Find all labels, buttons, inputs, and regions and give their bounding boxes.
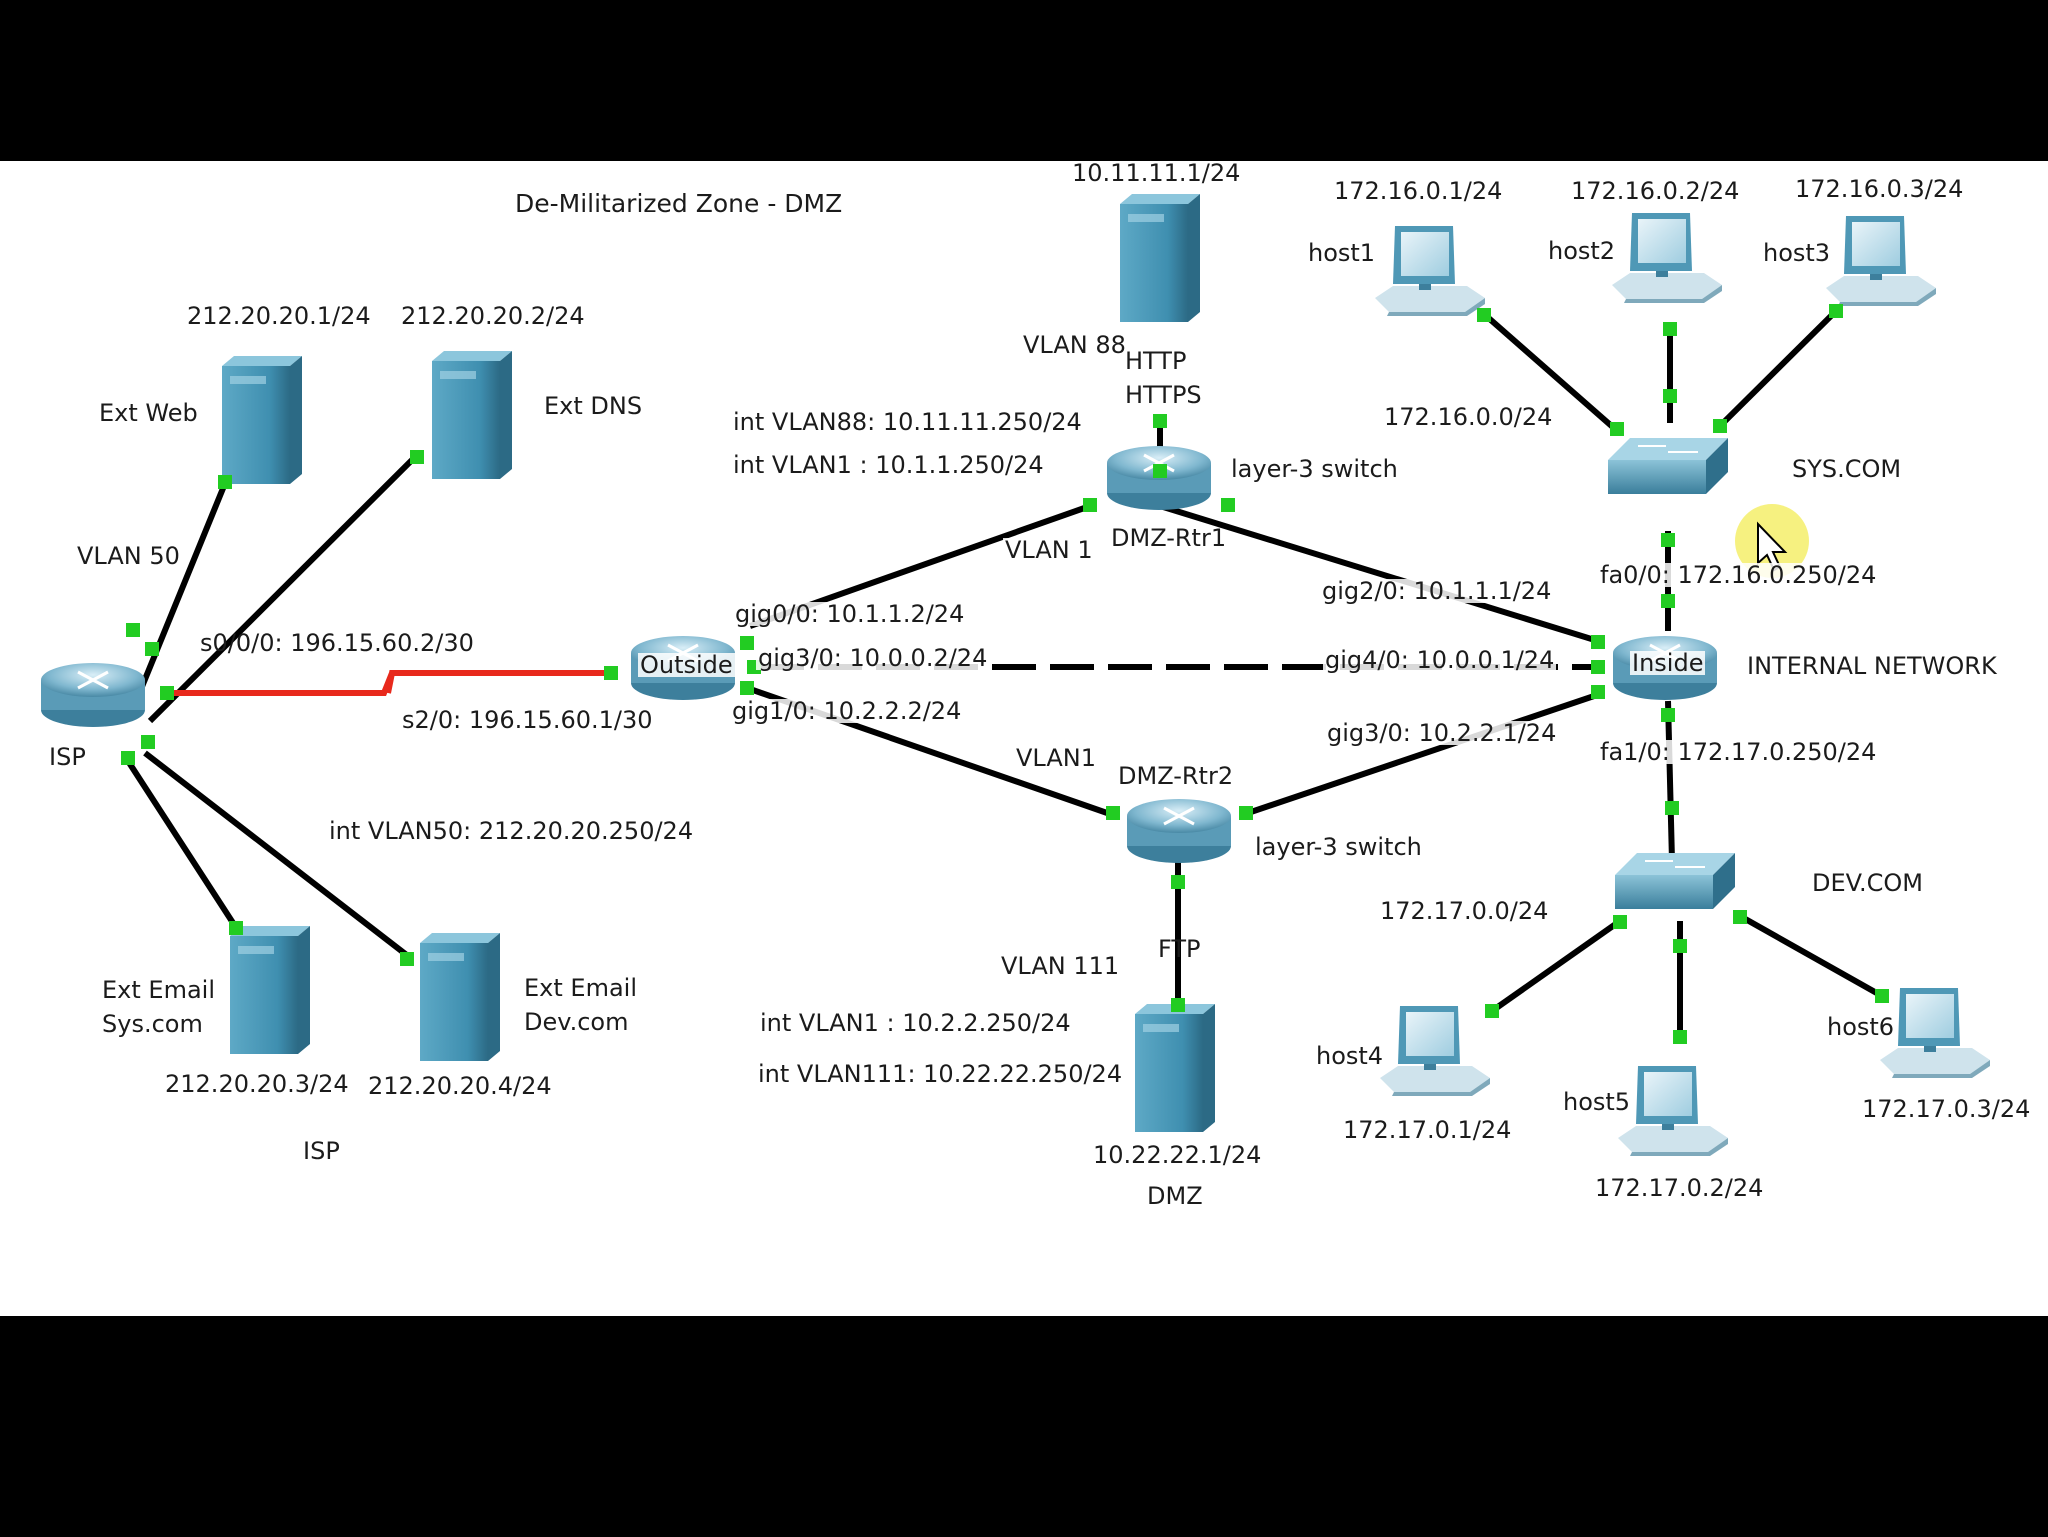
zone-isp-label: ISP xyxy=(303,1137,340,1165)
host5-name: host5 xyxy=(1563,1088,1631,1116)
ftp-server-ip: 10.22.22.1/24 xyxy=(1093,1141,1262,1169)
link-isp-emaildev xyxy=(143,750,410,959)
zone-internal-label: INTERNAL NETWORK xyxy=(1747,652,1997,680)
dev-net-label: 172.17.0.0/24 xyxy=(1380,897,1549,925)
inside-gig20-label: gig2/0: 10.1.1.1/24 xyxy=(1320,577,1554,605)
diagram-title: De-Militarized Zone - DMZ xyxy=(515,189,843,218)
host3-ip: 172.16.0.3/24 xyxy=(1795,175,1964,203)
outside-gig30-label: gig3/0: 10.0.0.2/24 xyxy=(756,644,990,672)
zone-sys-label: SYS.COM xyxy=(1792,455,1902,483)
host6-ip: 172.17.0.3/24 xyxy=(1862,1095,2031,1123)
http-vlan-label: VLAN 88 xyxy=(1023,331,1126,359)
ext-email-sys-name1: Ext Email xyxy=(102,976,215,1004)
host6-name: host6 xyxy=(1827,1013,1895,1041)
device-isp-router-icon[interactable] xyxy=(39,661,147,728)
host2-ip: 172.16.0.2/24 xyxy=(1571,177,1740,205)
outside-gig10-label: gig1/0: 10.2.2.2/24 xyxy=(730,697,964,725)
link-host3-sys xyxy=(1717,308,1839,429)
host1-ip: 172.16.0.1/24 xyxy=(1334,177,1503,205)
ext-email-sys-name2: Sys.com xyxy=(102,1010,203,1038)
device-ext-dns-icon[interactable] xyxy=(432,351,512,479)
device-ext-web-icon[interactable] xyxy=(222,356,302,484)
topology-canvas: De-Militarized Zone - DMZ 212.20.20.1/24… xyxy=(0,161,2048,1316)
link-isp-extdns xyxy=(147,453,419,724)
http-svc1-label: HTTP xyxy=(1125,347,1187,375)
device-host3-icon[interactable] xyxy=(1826,216,1936,306)
rtr2-link-vlan-label: VLAN1 xyxy=(1016,744,1096,772)
link-inside-dev xyxy=(1665,700,1675,862)
ext-email-sys-ip: 212.20.20.3/24 xyxy=(165,1070,349,1098)
rtr1-name: DMZ-Rtr1 xyxy=(1111,524,1227,552)
ftp-vlan-label: VLAN 111 xyxy=(1001,952,1120,980)
ext-email-dev-name2: Dev.com xyxy=(524,1008,629,1036)
http-svc2-label: HTTPS xyxy=(1125,381,1202,409)
device-dmz-rtr2-icon[interactable] xyxy=(1125,797,1233,864)
host5-ip: 172.17.0.2/24 xyxy=(1595,1174,1764,1202)
device-host1-icon[interactable] xyxy=(1375,226,1485,316)
ext-dns-name: Ext DNS xyxy=(544,392,643,420)
link-dev-host6 xyxy=(1738,913,1884,999)
link-rtr2-inside xyxy=(1244,691,1601,817)
mouse-cursor-icon xyxy=(1735,504,1809,578)
zone-dev-label: DEV.COM xyxy=(1812,869,1923,897)
ext-dns-ip: 212.20.20.2/24 xyxy=(401,302,585,330)
isp-s000-label: s0/0/0: 196.15.60.2/30 xyxy=(200,629,474,657)
rtr1-type-label: layer-3 switch xyxy=(1231,455,1398,483)
sys-net-label: 172.16.0.0/24 xyxy=(1384,403,1553,431)
link-dev-host4 xyxy=(1490,918,1622,1014)
rtr2-name: DMZ-Rtr2 xyxy=(1118,762,1234,790)
outside-router-name: Outside xyxy=(638,651,735,679)
link-host1-sys xyxy=(1482,311,1617,432)
rtr2-vlan1-label: int VLAN1 : 10.2.2.250/24 xyxy=(760,1009,1071,1037)
device-ext-email-sys-icon[interactable] xyxy=(230,926,310,1054)
inside-gig40-label: gig4/0: 10.0.0.1/24 xyxy=(1323,646,1557,674)
rtr2-type-label: layer-3 switch xyxy=(1255,833,1422,861)
host4-name: host4 xyxy=(1316,1042,1384,1070)
host2-name: host2 xyxy=(1548,237,1616,265)
link-isp-emailsys xyxy=(125,759,238,928)
host1-name: host1 xyxy=(1308,239,1376,267)
ext-web-ip: 212.20.20.1/24 xyxy=(187,302,371,330)
serial-link-isp-outside xyxy=(160,670,612,696)
device-ftp-server-icon[interactable] xyxy=(1135,1004,1215,1132)
inside-router-name: Inside xyxy=(1630,649,1706,677)
ftp-svc-label: FTP xyxy=(1158,935,1201,963)
inside-fa00-label: fa0/0: 172.16.0.250/24 xyxy=(1598,561,1879,589)
outside-gig00-label: gig0/0: 10.1.1.2/24 xyxy=(733,600,967,628)
rtr1-vlan88-label: int VLAN88: 10.11.11.250/24 xyxy=(733,408,1082,436)
inside-fa10-label: fa1/0: 172.17.0.250/24 xyxy=(1598,738,1879,766)
device-http-server-icon[interactable] xyxy=(1120,194,1200,322)
device-host4-icon[interactable] xyxy=(1380,1006,1490,1096)
isp-vlan50-label: int VLAN50: 212.20.20.250/24 xyxy=(329,817,694,845)
isp-vlan-label: VLAN 50 xyxy=(77,542,180,570)
device-host2-icon[interactable] xyxy=(1612,213,1722,303)
ext-web-name: Ext Web xyxy=(99,399,198,427)
rtr2-vlan111-label: int VLAN111: 10.22.22.250/24 xyxy=(758,1060,1123,1088)
device-dev-switch-icon[interactable] xyxy=(1615,852,1735,910)
device-host5-icon[interactable] xyxy=(1618,1066,1728,1156)
device-ext-email-dev-icon[interactable] xyxy=(420,933,500,1061)
isp-router-name: ISP xyxy=(49,743,86,771)
device-sys-switch-icon[interactable] xyxy=(1608,437,1728,495)
rtr1-link-vlan-label: VLAN 1 xyxy=(1003,536,1095,564)
device-host6-icon[interactable] xyxy=(1880,988,1990,1078)
outside-s20-label: s2/0: 196.15.60.1/30 xyxy=(402,706,653,734)
host4-ip: 172.17.0.1/24 xyxy=(1343,1116,1512,1144)
http-server-ip: 10.11.11.1/24 xyxy=(1072,161,1241,187)
port-indicators xyxy=(121,304,1889,1044)
host3-name: host3 xyxy=(1763,239,1831,267)
inside-gig30-label: gig3/0: 10.2.2.1/24 xyxy=(1325,719,1559,747)
link-isp-extweb xyxy=(127,479,229,718)
zone-dmz-label: DMZ xyxy=(1147,1182,1203,1210)
ext-email-dev-ip: 212.20.20.4/24 xyxy=(368,1072,552,1100)
rtr1-vlan1-label: int VLAN1 : 10.1.1.250/24 xyxy=(733,451,1044,479)
link-rtr1-inside xyxy=(1159,503,1599,644)
ext-email-dev-name1: Ext Email xyxy=(524,974,637,1002)
